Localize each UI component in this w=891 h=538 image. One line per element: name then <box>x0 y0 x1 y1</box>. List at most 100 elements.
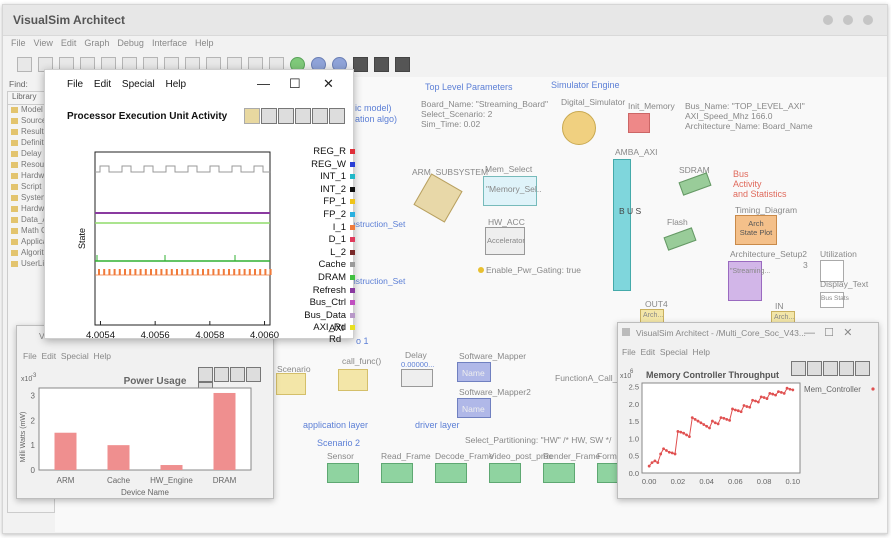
scenario-1-label: o 1 <box>356 336 369 346</box>
library-item[interactable]: Model <box>8 105 54 116</box>
pipeline-block[interactable] <box>543 463 575 483</box>
menu-item[interactable]: Graph <box>84 38 110 48</box>
menu-item[interactable]: View <box>33 38 53 48</box>
library-item[interactable]: Hardwa <box>8 204 54 215</box>
utilization-icon[interactable] <box>820 260 844 282</box>
hw-acc-block[interactable]: Accelerator <box>485 227 525 255</box>
pipeline-block[interactable] <box>327 463 359 483</box>
library-item[interactable]: Definiti <box>8 138 54 149</box>
menu-item[interactable]: File <box>11 38 26 48</box>
init-memory-icon[interactable] <box>628 113 650 133</box>
flag-icon[interactable] <box>374 57 389 72</box>
menu-item[interactable]: Debug <box>117 38 144 48</box>
diamond-icon[interactable] <box>395 57 410 72</box>
arm-subsystem-icon[interactable] <box>413 173 463 223</box>
series-mark-i1 <box>207 269 210 275</box>
mem-select-label: Mem_Select <box>485 164 533 174</box>
close-button[interactable]: ✕ <box>323 76 334 91</box>
library-item[interactable]: Delay a <box>8 149 54 160</box>
legend-item: DRAM <box>273 272 355 285</box>
y-tick-label: 0 <box>31 466 36 475</box>
data-point <box>670 451 674 455</box>
library-item[interactable]: Data_A <box>8 215 54 226</box>
library-item[interactable]: Algorit <box>8 248 54 259</box>
library-item[interactable]: Source <box>8 116 54 127</box>
save-icon[interactable] <box>17 57 32 72</box>
menu-item[interactable]: Edit <box>60 38 77 48</box>
fill-icon[interactable] <box>244 108 260 124</box>
step-icon[interactable] <box>353 57 368 72</box>
pipeline-block[interactable] <box>381 463 413 483</box>
legend-item: Bus_Data <box>273 310 355 323</box>
library-tab[interactable]: Library <box>8 92 54 105</box>
close-button[interactable] <box>863 15 873 25</box>
data-point <box>679 430 683 434</box>
series-mark-i1 <box>98 269 100 275</box>
library-item[interactable]: Hardwa <box>8 171 54 182</box>
mem-window-title: VisualSim Architect - /Multi_Core_Soc_V4… <box>636 328 806 338</box>
settings-icon[interactable] <box>329 108 345 124</box>
print-icon[interactable] <box>278 108 294 124</box>
bus-param: Architecture_Name: Board_Name <box>685 121 813 131</box>
data-point <box>696 419 700 423</box>
sim-engine-icon[interactable] <box>562 111 596 145</box>
menu-file[interactable]: File <box>67 79 84 90</box>
menu-item[interactable]: Help <box>194 38 214 48</box>
bar <box>213 392 236 470</box>
data-point <box>685 433 688 437</box>
settings-icon[interactable] <box>855 361 870 376</box>
chart-icon[interactable] <box>312 108 328 124</box>
save-icon[interactable] <box>214 367 229 382</box>
pipeline-label: Format <box>597 451 624 461</box>
chart-icon[interactable] <box>839 361 854 376</box>
call-func-block[interactable] <box>338 369 368 391</box>
bus-param: Bus_Name: "TOP_LEVEL_AXI" <box>685 101 805 111</box>
amba-axi-label: AMBA_AXI <box>615 147 658 157</box>
hw-acc-label: HW_ACC <box>488 217 525 227</box>
delay-block[interactable] <box>401 369 433 387</box>
menu-item[interactable]: Interface <box>151 38 187 48</box>
mem-window-controls[interactable]: — ☐ ✕ <box>804 327 853 339</box>
arch-setup-block[interactable]: "Streaming... <box>728 261 770 301</box>
library-item[interactable]: Resourc <box>8 160 54 171</box>
save-icon[interactable] <box>807 361 822 376</box>
chart-icon[interactable] <box>246 367 261 382</box>
zoom-icon[interactable] <box>295 108 311 124</box>
maximize-button[interactable]: ☐ <box>289 76 301 91</box>
flash-icon[interactable] <box>663 227 697 251</box>
fill-icon[interactable] <box>791 361 806 376</box>
library-item[interactable]: Applica <box>8 237 54 248</box>
library-item[interactable]: Math C <box>8 226 54 237</box>
library-item[interactable]: System <box>8 193 54 204</box>
pipeline-block[interactable] <box>435 463 467 483</box>
software-mapper2-block[interactable]: Name <box>457 398 491 418</box>
memory-throughput-window: VisualSim Architect - /Multi_Core_Soc_V4… <box>617 322 879 499</box>
minimize-button[interactable] <box>823 15 833 25</box>
amba-axi-bus[interactable]: B U S <box>613 159 641 291</box>
library-item[interactable]: Script <box>8 182 54 193</box>
legend-swatch <box>350 186 355 192</box>
library-item[interactable]: Result <box>8 127 54 138</box>
legend-item: AXI_Rd <box>273 322 355 335</box>
menu-edit[interactable]: Edit <box>93 79 112 90</box>
pipeline-block[interactable] <box>489 463 521 483</box>
zoom-icon[interactable] <box>230 367 245 382</box>
menu-help[interactable]: Help <box>165 79 187 90</box>
save-icon[interactable] <box>261 108 277 124</box>
utilization-label: Utilization <box>820 249 857 259</box>
scenario-block[interactable] <box>276 373 306 395</box>
minimize-button[interactable]: — <box>257 76 270 91</box>
zoom-icon[interactable] <box>823 361 838 376</box>
delay-label: Delay <box>405 350 427 360</box>
maximize-button[interactable] <box>843 15 853 25</box>
mem-select-block[interactable]: "Memory_Sel.. <box>483 176 541 206</box>
data-point <box>682 431 686 435</box>
bus-stats-icon[interactable]: Bus Stats <box>820 292 849 308</box>
library-item[interactable]: UserLib <box>8 259 54 270</box>
sdram-icon[interactable] <box>678 172 712 196</box>
y-tick-label: 2.0 <box>629 400 639 409</box>
software-mapper-block[interactable]: Name <box>457 362 491 382</box>
menu-special[interactable]: Special <box>121 79 155 90</box>
